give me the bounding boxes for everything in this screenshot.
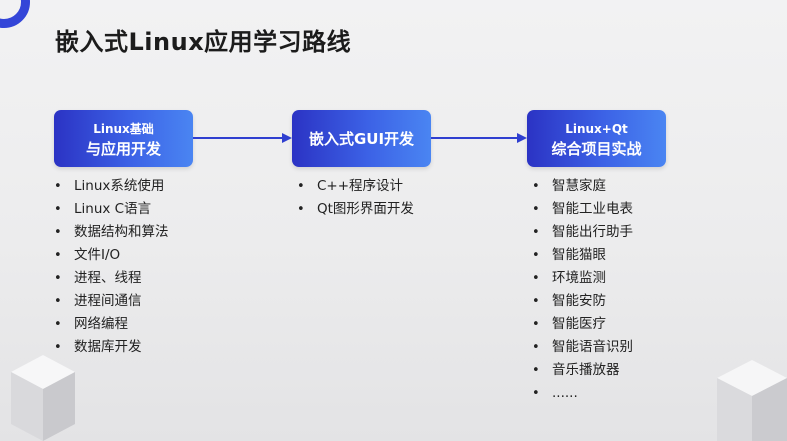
- list-item: 进程、线程: [54, 267, 169, 290]
- list-item: 网络编程: [54, 313, 169, 336]
- list-item: 进程间通信: [54, 290, 169, 313]
- list-item: 智能语音识别: [532, 336, 633, 359]
- stage-3-project-list: 智慧家庭 智能工业电表 智能出行助手 智能猫眼 环境监测 智能安防 智能医疗 智…: [532, 175, 633, 405]
- cube-decoration-left: [11, 355, 75, 441]
- list-item: 数据结构和算法: [54, 221, 169, 244]
- list-item: 智能猫眼: [532, 244, 633, 267]
- list-item: 环境监测: [532, 267, 633, 290]
- list-item: 数据库开发: [54, 336, 169, 359]
- stage-2-topic-list: C++程序设计 Qt图形界面开发: [297, 175, 414, 221]
- list-item: C++程序设计: [297, 175, 414, 198]
- stage-title-line: 嵌入式GUI开发: [308, 129, 415, 148]
- stage-box-gui: 嵌入式GUI开发: [292, 110, 431, 167]
- list-item: Linux C语言: [54, 198, 169, 221]
- list-item: Qt图形界面开发: [297, 198, 414, 221]
- list-item: 智慧家庭: [532, 175, 633, 198]
- list-item: ......: [532, 382, 633, 405]
- list-item: Linux系统使用: [54, 175, 169, 198]
- stage-box-linux-basics: Linux基础 与应用开发: [54, 110, 193, 167]
- list-item: 音乐播放器: [532, 359, 633, 382]
- corner-ring-decoration: [0, 0, 30, 28]
- list-item: 智能工业电表: [532, 198, 633, 221]
- stage-title-line: 与应用开发: [85, 139, 161, 158]
- stage-box-projects: Linux+Qt 综合项目实战: [527, 110, 666, 167]
- cube-decoration-right: [717, 360, 787, 441]
- stage-title-line: 综合项目实战: [551, 139, 642, 158]
- stage-title-line: Linux基础: [93, 121, 154, 136]
- list-item: 智能安防: [532, 290, 633, 313]
- stage-title-line: Linux+Qt: [565, 121, 628, 136]
- arrow-right-icon: [431, 133, 527, 143]
- stage-1-topic-list: Linux系统使用 Linux C语言 数据结构和算法 文件I/O 进程、线程 …: [54, 175, 169, 359]
- arrow-right-icon: [193, 133, 292, 143]
- list-item: 文件I/O: [54, 244, 169, 267]
- page-title: 嵌入式Linux应用学习路线: [55, 28, 352, 56]
- list-item: 智能医疗: [532, 313, 633, 336]
- list-item: 智能出行助手: [532, 221, 633, 244]
